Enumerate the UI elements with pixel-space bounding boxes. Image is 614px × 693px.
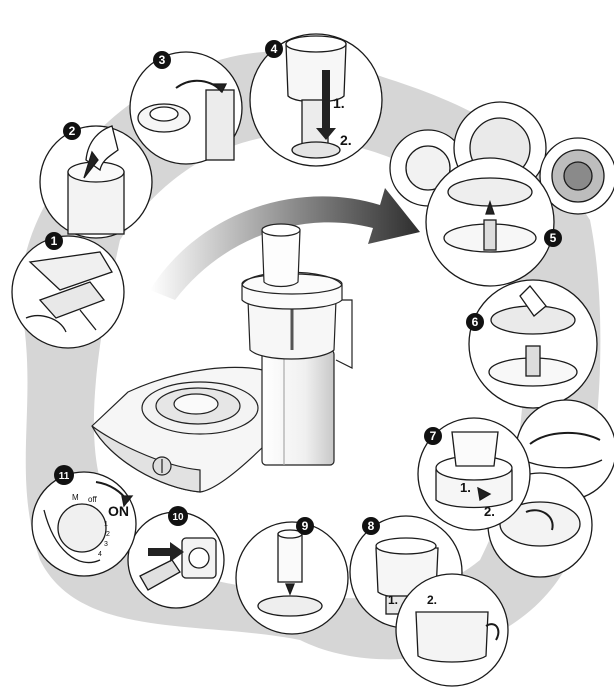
food-processor <box>91 223 353 493</box>
switch-2-label: 2 <box>106 531 110 538</box>
svg-text:3: 3 <box>159 53 166 67</box>
switch-m-label: M <box>72 493 79 502</box>
step-1-panel <box>11 235 125 349</box>
svg-text:9: 9 <box>302 519 309 533</box>
svg-text:2: 2 <box>69 124 76 138</box>
step-7-panel <box>417 417 531 531</box>
step-8-sub-label-1: 1. <box>388 593 398 607</box>
step-10-panel <box>127 511 225 609</box>
step-5-panel <box>389 101 614 287</box>
svg-text:10: 10 <box>172 512 184 523</box>
step-badge-4: 4 <box>265 40 283 58</box>
svg-text:11: 11 <box>59 471 70 482</box>
svg-text:1: 1 <box>51 234 58 248</box>
step-10-arrow <box>148 542 184 562</box>
step-9-panel <box>235 521 349 635</box>
step-badge-2: 2 <box>63 122 81 140</box>
svg-text:5: 5 <box>550 231 557 245</box>
switch-4-label: 4 <box>98 551 102 558</box>
svg-text:8: 8 <box>368 519 375 533</box>
bowl-handle <box>335 299 353 369</box>
step-badge-9: 9 <box>296 517 314 535</box>
switch-3-label: 3 <box>104 541 108 548</box>
sub-step-labels: 1. 2. 1. 2. 1. 2. ON off M 1 2 3 4 <box>72 95 495 607</box>
step-badge-1: 1 <box>45 232 63 250</box>
step-11-panel <box>31 471 137 577</box>
step-circles <box>11 33 614 687</box>
svg-text:4: 4 <box>271 42 278 56</box>
step-2-arrow <box>83 150 99 179</box>
step-4-sub-label-2: 2. <box>340 132 352 148</box>
step-badge-6: 6 <box>466 313 484 331</box>
switch-off-label: off <box>88 495 98 504</box>
background-band <box>20 51 601 660</box>
blade-disc-small <box>405 145 451 191</box>
step-7-sub-label-1: 1. <box>460 480 471 495</box>
feed-tube-top <box>261 223 301 237</box>
base-front <box>91 425 201 493</box>
switch-on-label: ON <box>108 503 129 519</box>
step-8-sub-label-2: 2. <box>427 593 437 607</box>
step-7-sub-label-2: 2. <box>484 504 495 519</box>
step-badge-5: 5 <box>544 229 562 247</box>
base-lid-disc <box>173 393 219 415</box>
step-badge-3: 3 <box>153 51 171 69</box>
feed-tube <box>261 229 301 288</box>
step-3-panel <box>129 51 243 165</box>
step-4-sub-label-1: 1. <box>333 95 345 111</box>
svg-text:7: 7 <box>430 429 437 443</box>
step-7-arrow <box>477 486 492 502</box>
step-badge-8: 8 <box>362 517 380 535</box>
svg-text:6: 6 <box>472 315 479 329</box>
step-4-panel <box>249 33 383 167</box>
step-badge-11: 11 <box>54 465 74 485</box>
sequence-arrow <box>150 188 420 300</box>
motor-column <box>261 349 335 466</box>
step-badges: 1 2 3 4 5 6 7 8 9 10 11 <box>45 40 562 535</box>
step-2-panel <box>39 125 153 239</box>
speed-switch-dial <box>57 503 107 553</box>
step-badge-7: 7 <box>424 427 442 445</box>
step-6-panel <box>468 279 598 409</box>
switch-1-label: 1 <box>104 521 108 528</box>
step-badge-10: 10 <box>168 506 188 526</box>
step-8-side-panel <box>395 573 509 687</box>
step-4-arrow <box>316 70 336 140</box>
